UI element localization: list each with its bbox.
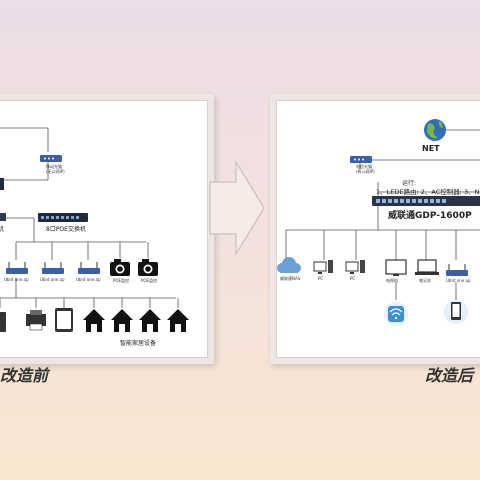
device-name-label: 威联通GDP-1600P [388,211,472,221]
laptop-icon [415,259,439,275]
ap-label: Ubnt one ap [40,277,65,282]
printer-icon [26,310,46,331]
net-label: NET [422,144,440,153]
ap-label: Ubnt one ap [76,277,101,282]
router-icon [350,156,372,163]
poe-switch-icon [38,213,88,222]
ap-icon [6,262,28,274]
smart-home-icons [83,309,189,332]
endpoint-label: 威联通NAS [280,276,301,281]
camera-icon [138,259,158,276]
after-diagram-lines [277,119,480,326]
after-caption: 改造后 [425,366,474,385]
nas-cloud-icon [277,257,301,273]
before-diagram-lines [0,127,189,332]
functions-label: 1、LEDE路由; 2、AC控制器; 3、N [376,188,480,196]
internet-globe-icon [424,119,446,141]
pc-icon [345,260,365,274]
wireless-router-label: 移动光猫 (无公网IP) [46,164,65,174]
endpoint-label: 笔记本 [419,278,431,283]
smart-home-label: 智能家居设备 [120,340,157,347]
router-icon [0,213,6,221]
ap-icon [78,262,100,274]
endpoint-label: PC [350,276,356,281]
wifi-icon [384,302,408,326]
ap-label: Ubnt one ap [4,277,29,282]
endpoint-label: Ubnt one ap [446,278,471,283]
tablet-icon [55,308,73,332]
router-label: 机 [0,224,4,233]
pc-icon [313,260,333,274]
before-diagram-panel: 移动光猫 (无公网IP) 机 8口POE交换机 Ubnt one ap Ubnt… [0,94,214,364]
router-icon [40,155,62,162]
tv-icon [385,259,407,276]
camera-label: POE监控 [113,278,130,283]
camera-label: POE监控 [141,278,158,283]
ap-icon [446,264,468,276]
after-diagram-panel: NET 电信光猫 (有公网IP) 运行: 1、LEDE路由; 2、AC控制器; … [270,94,480,364]
before-caption: 改造前 [0,366,49,385]
transition-arrow [209,160,265,256]
run-label: 运行: [402,180,417,187]
poe-switch-label: 8口POE交换机 [46,226,86,233]
camera-icon [110,259,130,276]
endpoint-label: PC [318,276,324,281]
endpoint-label: 电视机 [386,278,398,283]
modem-icon [0,178,4,190]
network-appliance-icon [372,196,480,206]
ap-icon [42,262,64,274]
wireless-router-label: 电信光猫 (有公网IP) [356,164,375,174]
phone-icon [0,312,6,332]
phone-icon [444,300,468,324]
